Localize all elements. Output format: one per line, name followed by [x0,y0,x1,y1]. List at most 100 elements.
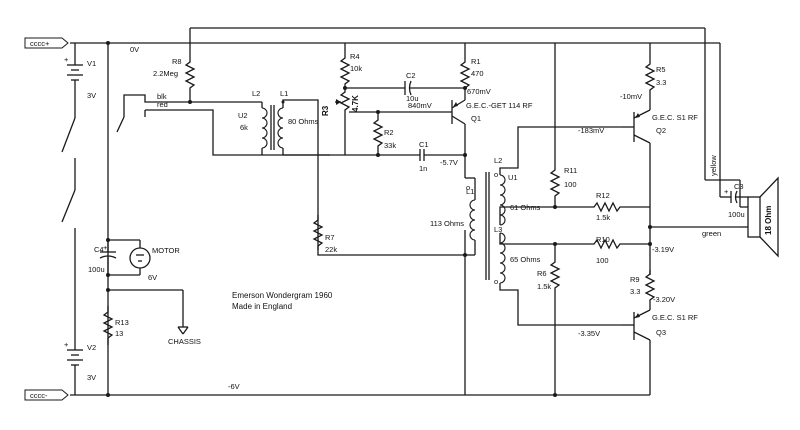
battery-v1: + V1 3V [64,43,96,105]
switch-s1 [61,105,76,175]
voltage-minus10mv: -10mV [620,92,642,101]
motor: MOTOR 6V [129,240,180,282]
r13-ref: R13 [115,318,129,327]
r1-ref: R1 [471,57,481,66]
r2-ref: R2 [384,128,394,137]
resistor-r4: R4 10k [339,52,362,88]
r4-ref: R4 [350,52,360,61]
resistor-r1: R1 470 [459,57,484,89]
motor-value: 6V [148,273,157,282]
r3-value: 4.7K [351,95,360,112]
voltage-minus3-35v: -3.35V [578,329,600,338]
r7-value: 22k [325,245,337,254]
v1-value: 3V [87,91,96,100]
resistor-r11: R11 100 [549,165,577,207]
rail-minus6v-label: -6V [228,382,240,391]
u2-l2-label: L2 [252,89,260,98]
r7-ref: R7 [325,233,335,242]
capacitor-c3: C3 100u + [719,182,748,219]
c3-ref: C3 [734,182,744,191]
terminal-top: cccc+ [24,37,69,49]
q3-ref: Q3 [656,328,666,337]
v1-ref: V1 [87,59,96,68]
svg-text:o: o [494,277,498,286]
resistor-r12: R12 1.5k [590,191,650,222]
r10-value: 100 [596,256,609,265]
chassis-ground: CHASSIS [168,290,201,346]
c3-value: 100u [728,210,745,219]
r6-value: 1.5k [537,282,551,291]
chassis-label: CHASSIS [168,337,201,346]
svg-text:+: + [103,243,108,252]
transformer-u1: o L2 o U1 61 Ohms L1 113 Ohms L3 65 Ohms… [430,156,541,286]
q3-type: G.E.C. S1 RF [652,313,698,322]
r6-ref: R6 [537,269,547,278]
u2-secondary-value: 80 Ohms [288,117,319,126]
c4-value: 100u [88,265,105,274]
q2-type: G.E.C. S1 RF [652,113,698,122]
u2-primary-value: 6k [240,123,248,132]
c4-ref: C4 [94,245,104,254]
battery-v2: + V2 3V [64,330,96,395]
wire-green-label: green [702,229,721,238]
rail-0v-label: 0V [130,45,139,54]
negative-rail [70,340,651,396]
u2-ref: U2 [238,111,248,120]
positive-rail [70,27,741,207]
r2-value: 33k [384,141,396,150]
c1-ref: C1 [419,140,429,149]
v2-ref: V2 [87,343,96,352]
u1-l2-label: L2 [494,156,502,165]
r8-value: 2.2Meg [153,69,178,78]
capacitor-c2: C2 10u [404,71,465,103]
u1-ref: U1 [508,173,518,182]
u1-l1-value: 113 Ohms [430,219,464,228]
resistor-r9: R9 3.3 [630,270,656,310]
voltage-670mv: 670mV [467,87,491,96]
r3-ref: R3 [321,105,330,116]
resistor-r6: R6 1.5k [537,244,561,395]
speaker: 18 Ohm [740,176,779,258]
voltage-840mv: 840mV [408,101,432,110]
r5-ref: R5 [656,65,666,74]
capacitor-c1: C1 1n [419,140,465,173]
u1-l3-value: 65 Ohms [510,255,541,264]
r8-ref: R8 [172,57,182,66]
r9-value: 3.3 [630,287,640,296]
c1-value: 1n [419,164,427,173]
svg-text:+: + [724,187,729,196]
r11-ref: R11 [564,166,577,175]
u2-l1-label: L1 [280,89,288,98]
motor-label: MOTOR [152,246,180,255]
r1-value: 470 [471,69,484,78]
transformer-u2: L2 L1 U2 6k 80 Ohms [213,89,319,155]
wire-red-label: red [157,100,168,109]
r11-value: 100 [564,180,577,189]
speaker-value: 18 Ohm [764,206,773,235]
voltage-minus183mv: -183mV [578,126,604,135]
resistor-r10: R10 100 [590,235,650,265]
caption-line1: Emerson Wondergram 1960 [232,291,333,300]
c2-ref: C2 [406,71,416,80]
resistor-r8: R8 2.2Meg [153,57,196,102]
svg-text:+: + [64,55,69,64]
resistor-r5: R5 3.3 [644,60,666,110]
voltage-minus5-7v: -5.7V [440,158,458,167]
q2-ref: Q2 [656,126,666,135]
voltage-minus3-19v: -3.19V [652,245,674,254]
r5-value: 3.3 [656,78,666,87]
terminal-top-label: cccc+ [30,39,50,48]
resistor-r7: R7 22k [312,215,337,254]
resistor-r2: R2 33k [372,112,396,155]
svg-text:+: + [64,340,69,349]
resistor-r3: R3 4.7K [321,88,360,116]
q1-type: G.E.C.-GET 114 RF [466,101,533,110]
u1-l3-label: L3 [494,225,502,234]
caption-line2: Made in England [232,302,292,311]
capacitor-c4: C4 100u + [88,240,117,275]
switch-s2 [61,175,76,330]
wire-yellow-label: yellow [709,155,718,176]
r12-value: 1.5k [596,213,610,222]
c2-value: 10u [406,94,419,103]
